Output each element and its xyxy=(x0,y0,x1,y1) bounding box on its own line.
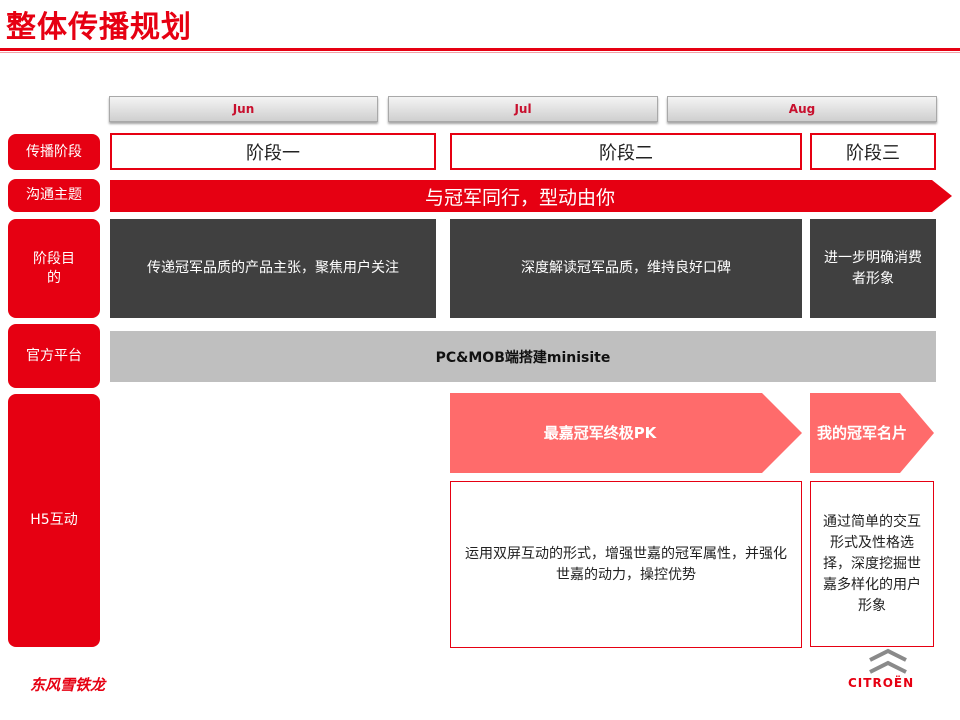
theme-text: 与冠军同行，型动由你 xyxy=(424,186,615,209)
stage-box-2: 阶段二 xyxy=(450,133,802,170)
row-label-theme: 沟通主题 xyxy=(8,179,100,212)
month-jul: Jul xyxy=(388,96,658,122)
row-label-platform: 官方平台 xyxy=(8,324,100,388)
activity-desc-1: 运用双屏互动的形式，增强世嘉的冠军属性，并强化世嘉的动力，操控优势 xyxy=(450,481,802,648)
citroen-chevrons-icon xyxy=(869,648,907,674)
purpose-panel-2: 深度解读冠军品质，维持良好口碑 xyxy=(450,219,802,318)
row-label-h5: H5互动 xyxy=(8,394,100,647)
page-title: 整体传播规划 xyxy=(6,10,192,45)
purpose-panel-3: 进一步明确消费者形象 xyxy=(810,219,936,318)
title-divider-shadow xyxy=(0,52,960,53)
activity-chevron-2 xyxy=(810,393,934,473)
citroen-wordmark: CITROËN xyxy=(848,676,915,690)
purpose-panel-1: 传递冠军品质的产品主张，聚焦用户关注 xyxy=(110,219,436,318)
platform-panel: PC&MOB端搭建minisite xyxy=(110,331,936,382)
stage-box-3: 阶段三 xyxy=(810,133,936,170)
stage-box-1: 阶段一 xyxy=(110,133,436,170)
activity-title-1: 最嘉冠军终极PK xyxy=(543,424,657,442)
activity-title-2: 我的冠军名片 xyxy=(816,424,907,442)
row-label-purpose: 阶段目的 xyxy=(8,219,100,318)
activity-chevron-1 xyxy=(450,393,802,473)
activity-desc-2: 通过简单的交互形式及性格选择，深度挖掘世嘉多样化的用户形象 xyxy=(810,481,934,647)
dongfeng-citroen-logo: 东风雪铁龙 xyxy=(30,676,106,694)
month-jun: Jun xyxy=(109,96,378,122)
row-label-stage: 传播阶段 xyxy=(8,134,100,170)
theme-arrow xyxy=(110,180,952,212)
title-divider xyxy=(0,48,960,51)
month-aug: Aug xyxy=(667,96,937,122)
